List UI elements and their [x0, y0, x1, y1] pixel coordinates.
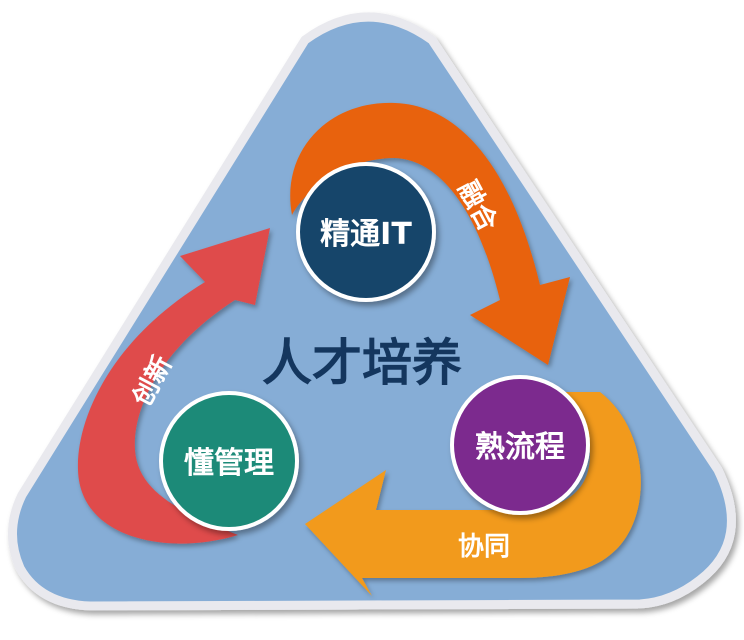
center-title: 人才培养: [262, 334, 462, 392]
fusion-arrow: [290, 102, 570, 366]
innovation-arrow: [77, 228, 270, 544]
node-process: [450, 375, 590, 515]
collaboration-arrow: [305, 392, 641, 596]
node-it: [296, 162, 436, 302]
node-management-label: 懂管理: [184, 446, 274, 481]
node-process-label: 熟流程: [475, 430, 565, 465]
node-it-label: 精通IT: [320, 217, 412, 252]
collaboration-label: 协同: [458, 532, 510, 562]
node-management: [159, 391, 299, 531]
